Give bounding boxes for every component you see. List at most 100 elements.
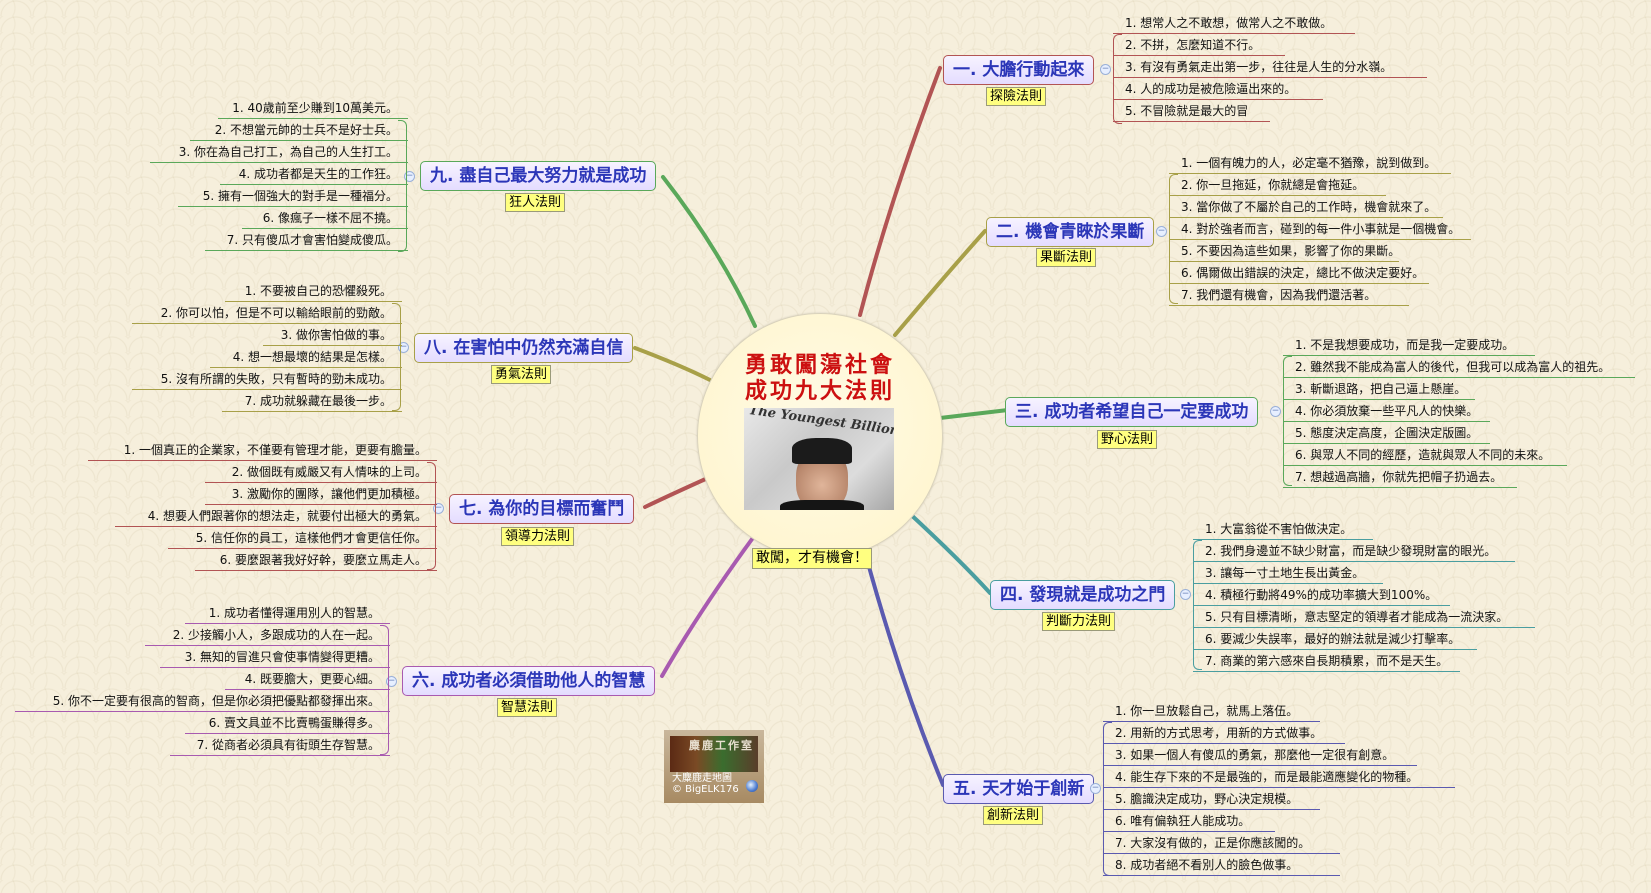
topic-9-bracket — [398, 120, 407, 252]
list-item[interactable]: 6. 唯有偏執狂人能成功。 — [1103, 813, 1275, 832]
list-item[interactable]: 1. 大富翁從不害怕做決定。 — [1193, 521, 1373, 540]
collapse-icon[interactable]: − — [1090, 783, 1101, 794]
list-item[interactable]: 6. 像瘋子一樣不屈不撓。 — [242, 210, 408, 229]
list-item[interactable]: 6. 要減少失誤率，最好的辦法就是減少打擊率。 — [1193, 631, 1477, 650]
collapse-icon[interactable]: − — [1100, 64, 1111, 75]
list-item[interactable]: 7. 想越過高牆，你就先把帽子扔過去。 — [1283, 469, 1517, 488]
list-item[interactable]: 1. 成功者懂得運用別人的智慧。 — [185, 605, 390, 624]
topic-8-bracket — [392, 303, 401, 411]
topic-7-label: 領導力法則 — [501, 527, 575, 546]
list-item[interactable]: 7. 大家沒有做的，正是你應該闖的。 — [1103, 835, 1340, 854]
topic-4[interactable]: 四. 發現就是成功之門 — [990, 580, 1176, 610]
list-item[interactable]: 6. 偶爾做出錯誤的決定，總比不做決定要好。 — [1169, 265, 1429, 284]
list-item[interactable]: 4. 人的成功是被危險逼出來的。 — [1113, 81, 1323, 100]
list-item[interactable]: 6. 與眾人不同的經歷，造就與眾人不同的未來。 — [1283, 447, 1567, 466]
topic-1[interactable]: 一. 大膽行動起來 — [943, 55, 1095, 85]
list-item[interactable]: 6. 賣文具並不比賣鴨蛋賺得多。 — [185, 715, 390, 734]
list-item[interactable]: 5. 沒有所謂的失敗，只有暫時的勁未成功。 — [132, 371, 402, 390]
central-title: 勇敢闖蕩社會 成功九大法則 — [698, 352, 942, 404]
list-item[interactable]: 5. 信任你的員工，這樣他們才會更信任你。 — [168, 530, 437, 549]
list-item[interactable]: 2. 少接觸小人，多跟成功的人在一起。 — [145, 627, 390, 646]
list-item[interactable]: 3. 當你做了不屬於自己的工作時，機會就來了。 — [1169, 199, 1443, 218]
list-item[interactable]: 1. 你一旦放鬆自己，就馬上落伍。 — [1103, 703, 1320, 722]
logo-image-text: 麋鹿工作室 — [689, 739, 754, 752]
collapse-icon[interactable]: − — [398, 342, 409, 353]
collapse-icon[interactable]: − — [1270, 406, 1281, 417]
list-item[interactable]: 3. 有沒有勇氣走出第一步，往往是人生的分水嶺。 — [1113, 59, 1427, 78]
list-item[interactable]: 3. 如果一個人有傻瓜的勇氣，那麼他一定很有創意。 — [1103, 747, 1417, 766]
list-item[interactable]: 8. 成功者絕不看別人的臉色做事。 — [1103, 857, 1340, 876]
collapse-icon[interactable]: − — [1156, 226, 1167, 237]
photo-headline: The Youngest Billiona — [747, 408, 894, 441]
list-item[interactable]: 5. 不冒險就是最大的冒 — [1113, 103, 1270, 122]
collapse-icon[interactable]: − — [386, 676, 397, 687]
list-item[interactable]: 7. 成功就躲藏在最後一步。 — [222, 393, 402, 412]
central-callout: 敢闖，才有機會！ — [752, 548, 872, 569]
topic-3[interactable]: 三. 成功者希望自己一定要成功 — [1005, 397, 1259, 427]
topic-2[interactable]: 二. 機會青睞於果斷 — [986, 217, 1155, 247]
list-item[interactable]: 7. 從商者必須具有街頭生存智慧。 — [170, 737, 390, 756]
list-item[interactable]: 5. 只有目標清晰，意志堅定的領導者才能成為一流決家。 — [1193, 609, 1535, 628]
list-item[interactable]: 2. 做個既有威嚴又有人情味的上司。 — [205, 464, 437, 483]
topic-4-label: 判斷力法則 — [1042, 612, 1116, 631]
list-item[interactable]: 7. 只有傻瓜才會害怕變成傻瓜。 — [205, 232, 408, 251]
topic-5[interactable]: 五. 天才始于創新 — [943, 774, 1095, 804]
list-item[interactable]: 4. 積極行動將49%的成功率擴大到100%。 — [1193, 587, 1450, 606]
list-item[interactable]: 5. 擁有一個強大的對手是一種福分。 — [178, 188, 408, 207]
list-item[interactable]: 4. 想一想最壞的結果是怎樣。 — [210, 349, 402, 368]
photo-suit — [780, 500, 864, 510]
list-item[interactable]: 2. 不拼，怎麼知道不行。 — [1113, 37, 1285, 56]
topic-9[interactable]: 九. 盡自己最大努力就是成功 — [420, 161, 657, 191]
list-item[interactable]: 3. 你在為自己打工，為自己的人生打工。 — [150, 144, 408, 163]
list-item[interactable]: 5. 你不一定要有很高的智商，但是你必須把優點都發揮出來。 — [15, 693, 390, 712]
list-item[interactable]: 3. 斬斷退路，把自己逼上懸崖。 — [1283, 381, 1475, 400]
list-item[interactable]: 6. 要麼跟著我好好幹，要麼立馬走人。 — [195, 552, 437, 571]
list-item[interactable]: 4. 你必須放棄一些平凡人的快樂。 — [1283, 403, 1490, 422]
topic-2-label: 果斷法則 — [1036, 248, 1097, 267]
author-logo[interactable]: 麋鹿工作室 大麋鹿走地圖 © BigELK176 — [664, 730, 764, 803]
list-item[interactable]: 4. 想要人們跟著你的想法走，就要付出極大的勇氣。 — [115, 508, 437, 527]
list-item[interactable]: 5. 不要因為這些如果，影響了你的果斷。 — [1169, 243, 1400, 262]
central-photo: The Youngest Billiona — [744, 408, 894, 510]
logo-caption-line2: © BigELK176 — [672, 784, 739, 795]
list-item[interactable]: 2. 我們身邊並不缺少財富，而是缺少發現財富的眼光。 — [1193, 543, 1515, 562]
topic-9-label: 狂人法則 — [505, 193, 566, 212]
list-item[interactable]: 7. 我們還有機會，因為我們還活著。 — [1169, 287, 1409, 306]
logo-caption-line1: 大麋鹿走地圖 — [672, 773, 732, 784]
topic-8[interactable]: 八. 在害怕中仍然充滿自信 — [414, 333, 634, 363]
list-item[interactable]: 2. 你一旦拖延，你就總是會拖延。 — [1169, 177, 1386, 196]
list-item[interactable]: 4. 能生存下來的不是最強的，而是最能適應變化的物種。 — [1103, 769, 1455, 788]
list-item[interactable]: 3. 做你害怕做的事。 — [263, 327, 402, 346]
topic-5-label: 創新法則 — [983, 806, 1044, 825]
list-item[interactable]: 2. 用新的方式思考，用新的方式做事。 — [1103, 725, 1345, 744]
list-item[interactable]: 1. 不要被自己的恐懼殺死。 — [225, 283, 402, 302]
list-item[interactable]: 3. 激勵你的團隊，讓他們更加積極。 — [205, 486, 437, 505]
list-item[interactable]: 1. 40歲前至少賺到10萬美元。 — [218, 100, 408, 119]
list-item[interactable]: 4. 對於強者而言，碰到的每一件小事就是一個機會。 — [1169, 221, 1471, 240]
list-item[interactable]: 3. 讓每一寸土地生長出黃金。 — [1193, 565, 1383, 584]
list-item[interactable]: 1. 一個有魄力的人，必定毫不猶豫，說到做到。 — [1169, 155, 1451, 174]
list-item[interactable]: 7. 商業的第六感來自長期積累，而不是天生。 — [1193, 653, 1460, 672]
list-item[interactable]: 4. 既要膽大，更要心細。 — [225, 671, 390, 690]
topic-7[interactable]: 七. 為你的目標而奮鬥 — [449, 494, 635, 524]
central-topic[interactable]: 勇敢闖蕩社會 成功九大法則 The Youngest Billiona — [697, 313, 943, 559]
list-item[interactable]: 2. 雖然我不能成為富人的後代，但我可以成為富人的祖先。 — [1283, 359, 1635, 378]
list-item[interactable]: 4. 成功者都是天生的工作狂。 — [220, 166, 408, 185]
topic-7-bracket — [427, 462, 436, 570]
collapse-icon[interactable]: − — [404, 171, 415, 182]
collapse-icon[interactable]: − — [433, 503, 444, 514]
topic-1-label: 探險法則 — [986, 87, 1047, 106]
list-item[interactable]: 3. 無知的冒進只會使事情變得更糟。 — [160, 649, 390, 668]
topic-6-label: 智慧法則 — [497, 698, 558, 717]
list-item[interactable]: 1. 想常人之不敢想，做常人之不敢做。 — [1113, 15, 1355, 34]
list-item[interactable]: 5. 態度決定高度，企圖決定版圖。 — [1283, 425, 1490, 444]
collapse-icon[interactable]: − — [1180, 589, 1191, 600]
list-item[interactable]: 1. 不是我想要成功，而是我一定要成功。 — [1283, 337, 1535, 356]
logo-caption: 大麋鹿走地圖 © BigELK176 — [672, 773, 739, 795]
list-item[interactable]: 2. 你可以怕，但是不可以輸給眼前的勁敵。 — [132, 305, 402, 324]
topic-6[interactable]: 六. 成功者必須借助他人的智慧 — [402, 666, 656, 696]
list-item[interactable]: 1. 一個真正的企業家，不僅要有管理才能，更要有膽量。 — [88, 442, 437, 461]
list-item[interactable]: 2. 不想當元帥的士兵不是好士兵。 — [190, 122, 408, 141]
list-item[interactable]: 5. 膽識決定成功，野心決定規模。 — [1103, 791, 1320, 810]
